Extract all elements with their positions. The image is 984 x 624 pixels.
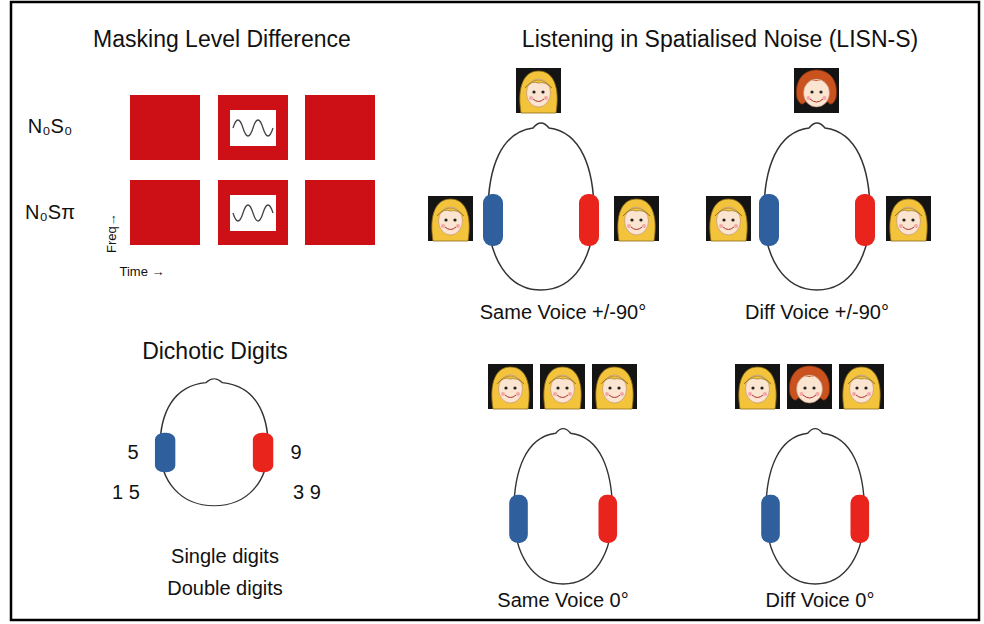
talker-face — [706, 196, 751, 241]
head-top-view — [509, 429, 617, 584]
digit-label: 9 — [290, 441, 301, 463]
condition-label: N₀Sπ — [25, 201, 75, 223]
digit-label: 5 — [127, 441, 138, 463]
talker-face — [592, 364, 637, 409]
talker-face — [540, 364, 585, 409]
head-top-view — [761, 429, 869, 584]
caption-line: Double digits — [167, 577, 283, 599]
talker-face — [794, 68, 839, 113]
talker-face — [614, 196, 659, 241]
condition-label: Same Voice +/-90° — [480, 301, 646, 323]
section-title: Masking Level Difference — [93, 27, 351, 52]
head-top-view — [155, 379, 273, 506]
talker-face — [787, 364, 832, 409]
condition-label: Diff Voice 0° — [766, 589, 875, 611]
head-top-view — [759, 123, 875, 290]
talker-face — [886, 196, 931, 241]
axis-label: Freq→ — [105, 213, 119, 253]
digit-label: 3 9 — [293, 481, 321, 503]
condition-label: N₀S₀ — [28, 115, 72, 137]
talker-face — [428, 196, 473, 241]
axis-label: Time → — [119, 265, 164, 279]
head-top-view — [483, 123, 599, 290]
caption-line: Single digits — [171, 545, 279, 567]
talker-face — [735, 364, 780, 409]
condition-label: Diff Voice +/-90° — [745, 301, 889, 323]
section-title: Listening in Spatialised Noise (LISN-S) — [522, 27, 918, 52]
masker-blocks — [130, 95, 375, 245]
talker-face — [516, 68, 561, 113]
condition-label: Same Voice 0° — [497, 589, 628, 611]
digit-label: 1 5 — [112, 481, 140, 503]
section-title: Dichotic Digits — [142, 339, 288, 364]
talker-face — [839, 364, 884, 409]
frame — [11, 2, 979, 620]
talker-face — [488, 364, 533, 409]
